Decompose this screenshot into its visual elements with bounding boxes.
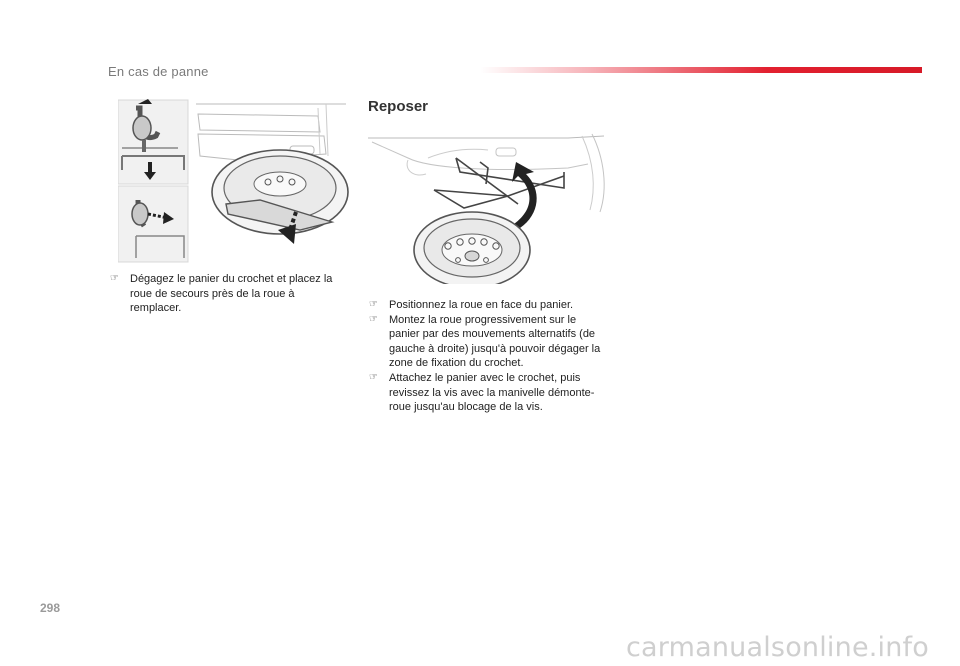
pointing-hand-icon: ☞ [110,273,119,284]
section-heading: Reposer [368,98,429,115]
spare-wheel-removal-illustration [118,96,350,264]
pointing-hand-icon: ☞ [369,371,378,383]
bullet-text: Attachez le panier avec le crochet, puis… [389,371,595,414]
pointing-hand-icon: ☞ [369,313,378,325]
spare-wheel-refit-illustration [368,128,610,290]
pointing-hand-icon: ☞ [369,299,378,310]
list-item: ☞ Positionnez la roue en face du panier. [369,298,609,313]
page-number: 298 [40,601,61,615]
left-instructions: ☞ Dégagez le panier du crochet et placez… [110,272,336,316]
bullet-text: Dégagez le panier du crochet et placez l… [130,273,333,315]
header-accent-bar [480,67,922,73]
bullet-text: Positionnez la roue en face du panier. [389,299,574,311]
watermark: carmanualsonline.info [626,632,929,663]
list-item: ☞ Montez la roue progressivement sur le … [369,313,609,371]
right-instructions: ☞ Positionnez la roue en face du panier.… [369,298,609,415]
list-item: ☞ Attachez le panier avec le crochet, pu… [369,371,609,415]
bullet-text: Montez la roue progressivement sur le pa… [389,313,601,370]
section-title: En cas de panne [108,64,209,79]
list-item: ☞ Dégagez le panier du crochet et placez… [110,272,336,316]
